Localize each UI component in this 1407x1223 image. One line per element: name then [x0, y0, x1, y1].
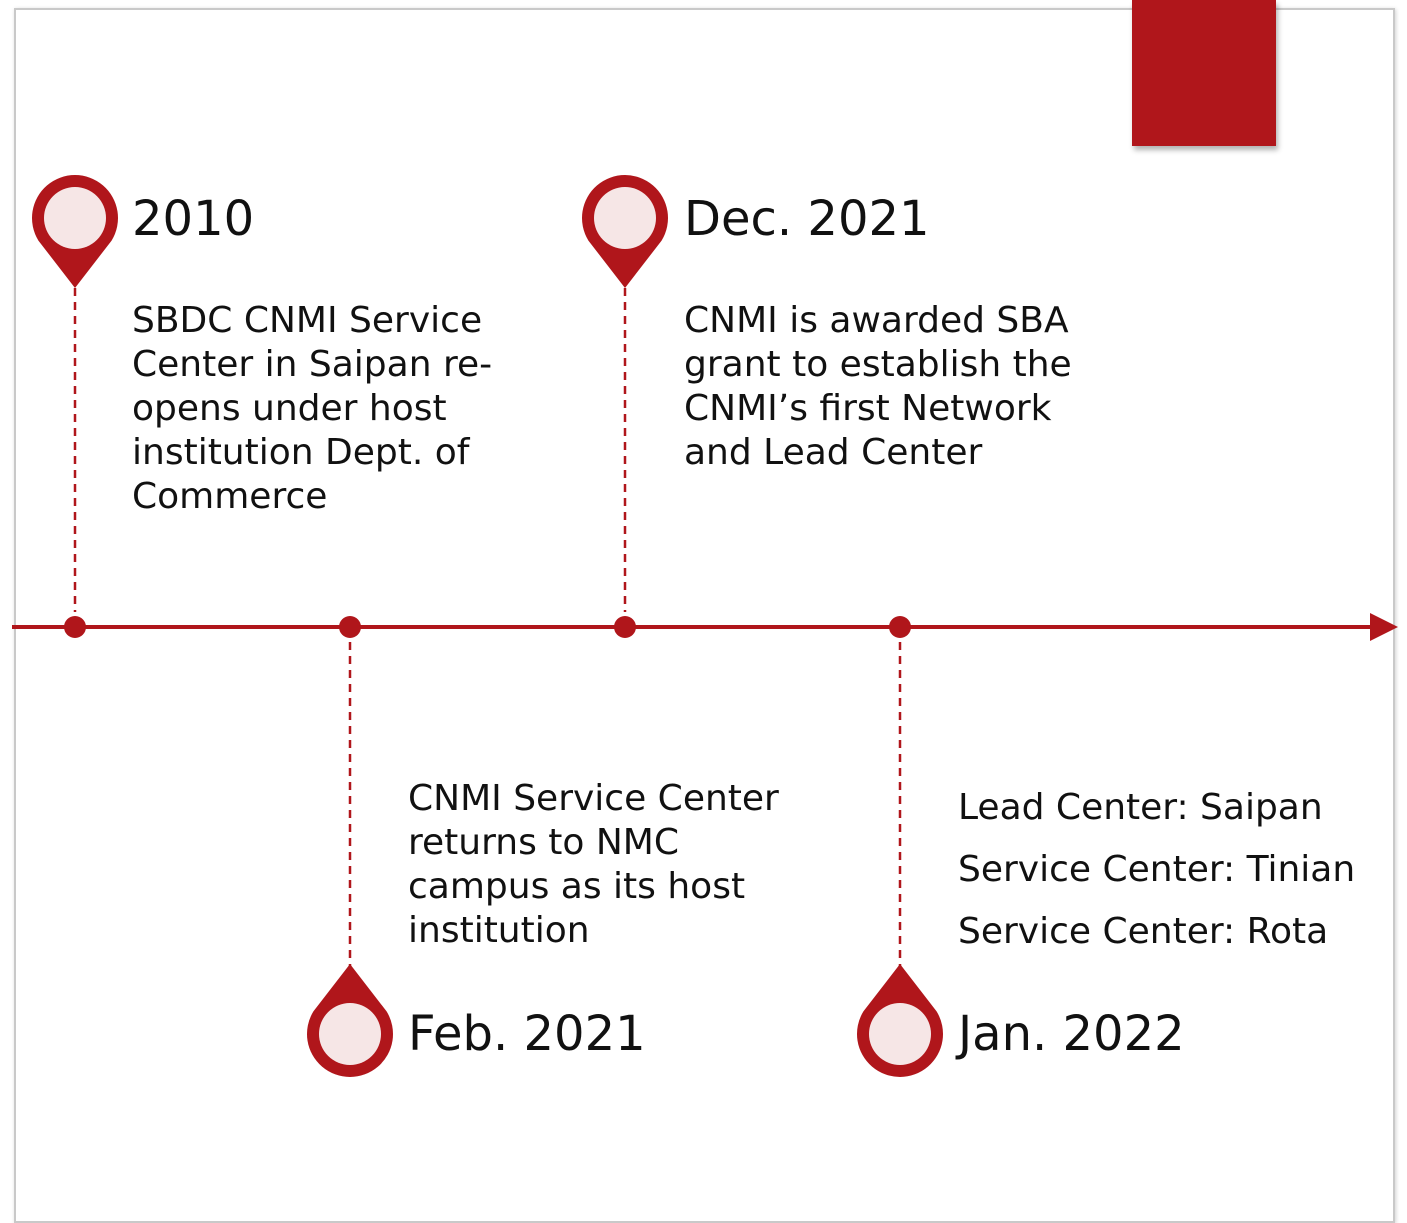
description-line: Commerce — [132, 476, 328, 517]
event-description-dec-2021: CNMI is awarded SBA grant to establish t… — [684, 299, 1072, 475]
event-date-2010: 2010 — [132, 191, 255, 247]
description-line: CNMI is awarded SBA — [684, 300, 1069, 341]
event-date-jan-2022: Jan. 2022 — [958, 1006, 1185, 1062]
timeline-arrowhead — [1370, 613, 1398, 641]
description-line: institution Dept. of — [132, 432, 470, 473]
description-line: and Lead Center — [684, 432, 983, 473]
description-line: SBDC CNMI Service — [132, 300, 483, 341]
description-line: institution — [408, 910, 590, 951]
description-line: opens under host — [132, 388, 447, 429]
event-date-feb-2021: Feb. 2021 — [408, 1006, 646, 1062]
map-pin-icon-dec-2021 — [582, 175, 668, 288]
description-line: returns to NMC — [408, 822, 679, 863]
event-description-jan-2022: Lead Center: Saipan Service Center: Tini… — [958, 777, 1355, 963]
event-description-feb-2021: CNMI Service Center returns to NMC campu… — [408, 777, 779, 953]
center-list-item: Service Center: Rota — [958, 911, 1329, 952]
map-pin-icon-2010 — [31, 175, 118, 288]
center-list-item: Lead Center: Saipan — [958, 787, 1323, 828]
description-line: Center in Saipan re- — [132, 344, 493, 385]
description-line: CNMI Service Center — [408, 778, 779, 819]
center-list-item: Service Center: Tinian — [958, 849, 1356, 890]
timeline-dot-jan-2022 — [889, 616, 911, 638]
timeline-dot-feb-2021 — [339, 616, 361, 638]
timeline-dot-dec-2021 — [614, 616, 636, 638]
description-line: grant to establish the — [684, 344, 1072, 385]
description-line: campus as its host — [408, 866, 746, 907]
map-pin-icon-jan-2022 — [856, 964, 943, 1077]
accent-block — [1132, 0, 1276, 146]
timeline-dot-2010 — [64, 616, 86, 638]
slide-frame — [14, 8, 1395, 1223]
map-pin-icon-feb-2021 — [307, 964, 393, 1077]
description-line: CNMI’s first Network — [684, 388, 1052, 429]
event-description-2010: SBDC CNMI Service Center in Saipan re- o… — [132, 299, 492, 519]
event-date-dec-2021: Dec. 2021 — [684, 191, 930, 247]
